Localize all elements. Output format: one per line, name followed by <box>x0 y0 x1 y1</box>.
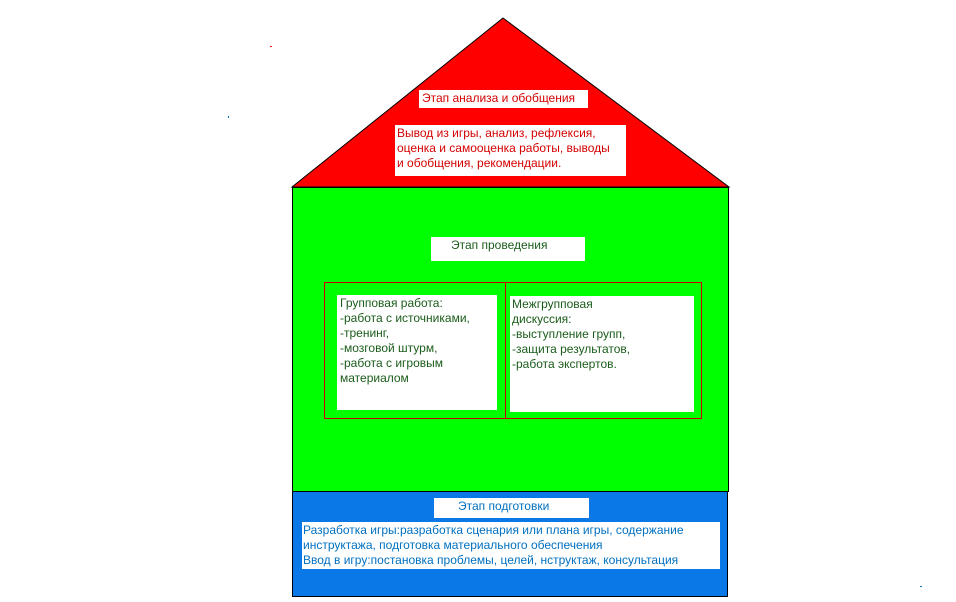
roof-title: Этап анализа и обобщения <box>419 90 588 108</box>
intergroup-discussion-box: Межгрупповая дискуссия: -выступление гру… <box>510 296 694 412</box>
base-title: Этап подготовки <box>434 498 589 518</box>
group-work-box: Групповая работа: -работа с источниками,… <box>337 295 497 410</box>
stray-mark <box>270 46 272 47</box>
inner-divider <box>505 282 506 419</box>
roof-text: Вывод из игры, анализ, рефлексия, оценка… <box>395 125 626 176</box>
stray-mark <box>228 116 229 118</box>
stray-mark <box>920 586 922 587</box>
walls-title: Этап проведения <box>431 237 585 261</box>
base-text: Разработка игры:разработка сценария или … <box>302 522 720 569</box>
inner-frame <box>324 282 702 419</box>
